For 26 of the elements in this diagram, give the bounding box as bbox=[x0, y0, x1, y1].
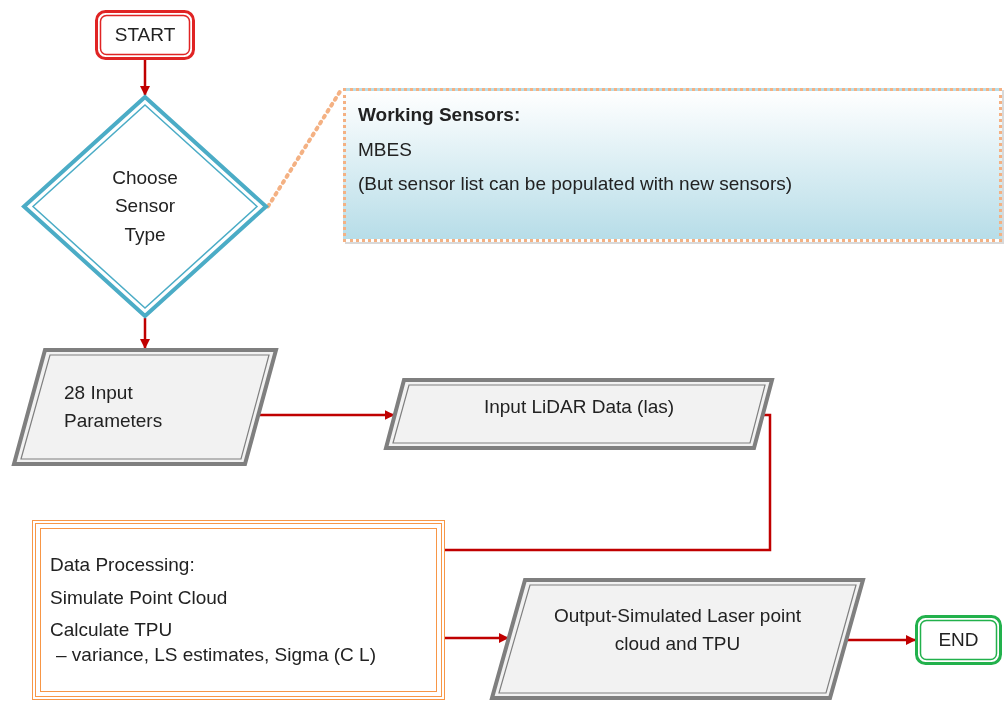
node-label: START bbox=[114, 22, 176, 47]
arrow bbox=[140, 318, 150, 349]
dotted-connector bbox=[266, 88, 343, 209]
note-callout bbox=[343, 88, 1002, 242]
arrow bbox=[847, 635, 916, 645]
node-label: Simulate Point Cloud bbox=[50, 585, 228, 610]
arrow bbox=[445, 633, 509, 643]
note-heading: Working Sensors: bbox=[358, 103, 521, 127]
node-label: Choose Sensor Type bbox=[111, 165, 179, 247]
node-label: (But sensor list can be populated with new sensors) bbox=[358, 172, 793, 196]
decision-diamond bbox=[22, 95, 268, 318]
process-box bbox=[32, 520, 445, 700]
node-label: Calculate TPU bbox=[50, 618, 173, 642]
end-terminal bbox=[915, 615, 1002, 665]
node-label: MBES bbox=[358, 137, 412, 162]
input-parallelogram bbox=[384, 378, 774, 450]
node-label: 28 Input Parameters bbox=[64, 380, 164, 433]
node-label: – variance, LS estimates, Sigma (C L) bbox=[55, 642, 376, 667]
node-label: END bbox=[938, 627, 979, 652]
node-label: Data Processing: bbox=[50, 553, 195, 577]
start-terminal bbox=[95, 10, 195, 60]
output-parallelogram bbox=[490, 578, 865, 700]
node-label: Output-Simulated Laser point cloud and TPU bbox=[552, 603, 803, 656]
node-label: Input LiDAR Data (las) bbox=[483, 394, 675, 419]
arrow bbox=[140, 60, 150, 96]
input-parallelogram bbox=[12, 348, 278, 466]
